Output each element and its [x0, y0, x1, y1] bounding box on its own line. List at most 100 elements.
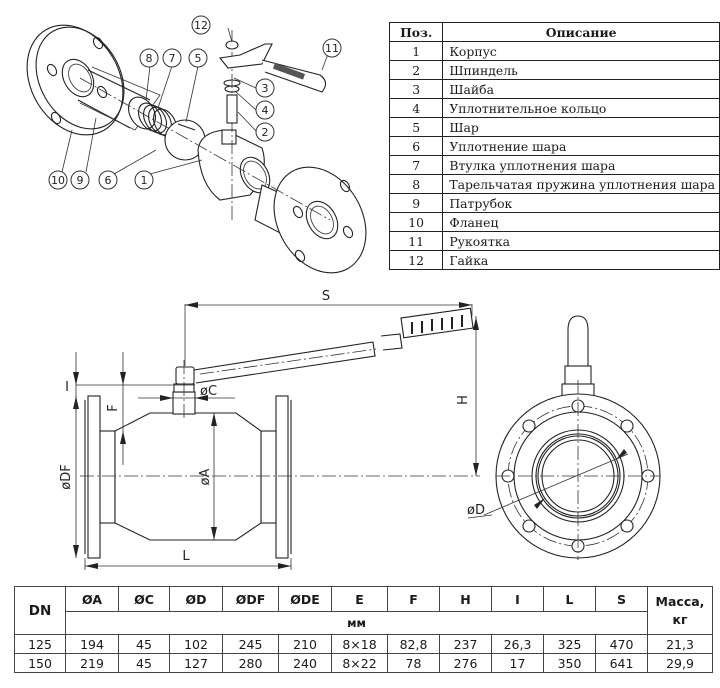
part-description: Патрубок: [442, 193, 720, 213]
cell-value: 45: [118, 634, 170, 654]
svg-text:7: 7: [169, 52, 176, 65]
dim-label-c: øC: [200, 384, 217, 399]
left-flange: [26, 24, 125, 136]
parts-table-header: Поз. Описание: [388, 22, 720, 42]
part-pos: 2: [388, 60, 444, 80]
part-description: Шайба: [442, 79, 720, 99]
cell-value: 82,8: [387, 634, 440, 654]
dim-label-a: øA: [198, 468, 213, 485]
dim-header-row: DN ØA ØC ØD ØDF ØDE E F H I L S Масса, к…: [14, 586, 713, 635]
right-flange: [254, 166, 367, 274]
header-col: ØA: [65, 586, 119, 612]
header-col: ØDE: [278, 586, 332, 612]
part-pos: 8: [388, 174, 444, 194]
part-pos: 10: [388, 212, 444, 232]
header-col: ØDF: [222, 586, 279, 612]
table-row: 150 219 45 127 280 240 8×22 78 276 17 35…: [14, 653, 713, 673]
svg-text:1: 1: [141, 174, 148, 187]
side-handle: [193, 341, 376, 384]
dim-label-f: F: [106, 404, 121, 411]
header-col: I: [491, 586, 544, 612]
cell-value: 26,3: [491, 634, 544, 654]
callout-leaders: [61, 27, 329, 175]
svg-text:5: 5: [195, 52, 202, 65]
callout-6: 6: [98, 170, 118, 190]
part-description: Гайка: [442, 250, 720, 270]
cell-mass: 29,9: [647, 653, 713, 673]
part-description: Шар: [442, 117, 720, 137]
cell-value: 245: [222, 634, 279, 654]
part-description: Тарельчатая пружина уплотнения шара: [442, 174, 720, 194]
unit-label: мм: [65, 611, 648, 635]
cell-value: 8×18: [331, 634, 388, 654]
cell-value: 8×22: [331, 653, 388, 673]
part-description: Уплотнительное кольцо: [442, 98, 720, 118]
part-pos: 5: [388, 117, 444, 137]
callout-5: 5: [188, 48, 208, 68]
callout-1: 1: [134, 170, 154, 190]
svg-text:12: 12: [194, 19, 208, 32]
side-left-flange: [87, 395, 101, 559]
valve-body: [197, 129, 271, 201]
part-pos: 12: [388, 250, 444, 270]
svg-text:8: 8: [146, 52, 153, 65]
cell-value: 194: [65, 634, 119, 654]
part-description: Фланец: [442, 212, 720, 232]
header-col: L: [543, 586, 596, 612]
cell-dn: 125: [14, 634, 66, 654]
header-col: H: [439, 586, 492, 612]
callout-12: 12: [191, 15, 211, 35]
cell-value: 17: [491, 653, 544, 673]
part-description: Рукоятка: [442, 231, 720, 251]
side-right-flange: [275, 395, 289, 559]
dim-label-s: S: [322, 289, 330, 304]
cell-value: 210: [278, 634, 332, 654]
svg-text:9: 9: [77, 174, 84, 187]
cell-value: 641: [595, 653, 648, 673]
callout-7: 7: [162, 48, 182, 68]
cell-value: 45: [118, 653, 170, 673]
side-body: [114, 412, 262, 541]
stem-assembly: [218, 30, 327, 220]
header-dn: DN: [14, 586, 66, 635]
side-view: S H I F øC øDF øA: [59, 289, 480, 570]
svg-text:2: 2: [262, 126, 269, 139]
header-col: ØC: [118, 586, 170, 612]
part-description: Корпус: [442, 41, 720, 61]
callout-11: 11: [322, 38, 342, 58]
mass-unit: кг: [672, 611, 688, 627]
exploded-view: 12 11 8 7 5 3 4 2 10 9 6 1: [26, 15, 367, 274]
part-pos: 9: [388, 193, 444, 213]
svg-text:4: 4: [262, 104, 269, 117]
header-col: S: [595, 586, 648, 612]
callout-4: 4: [255, 100, 275, 120]
part-pos: 7: [388, 155, 444, 175]
callout-10: 10: [48, 170, 68, 190]
svg-text:10: 10: [51, 174, 65, 187]
dim-label-h: H: [456, 395, 471, 405]
header-col: E: [331, 586, 388, 612]
dimensions-table: DN ØA ØC ØD ØDF ØDE E F H I L S Масса, к…: [14, 586, 713, 673]
dim-unit-row: мм: [15, 611, 713, 635]
cell-value: 102: [169, 634, 223, 654]
svg-text:6: 6: [105, 174, 112, 187]
cell-value: 237: [439, 634, 492, 654]
dim-label-l: L: [182, 549, 190, 564]
table-row: 125 194 45 102 245 210 8×18 82,8 237 26,…: [14, 634, 713, 654]
callout-8: 8: [139, 48, 159, 68]
cell-value: 350: [543, 653, 596, 673]
header-pos: Поз.: [388, 22, 444, 42]
callout-3: 3: [255, 78, 275, 98]
dim-label-df: øDF: [59, 464, 74, 489]
